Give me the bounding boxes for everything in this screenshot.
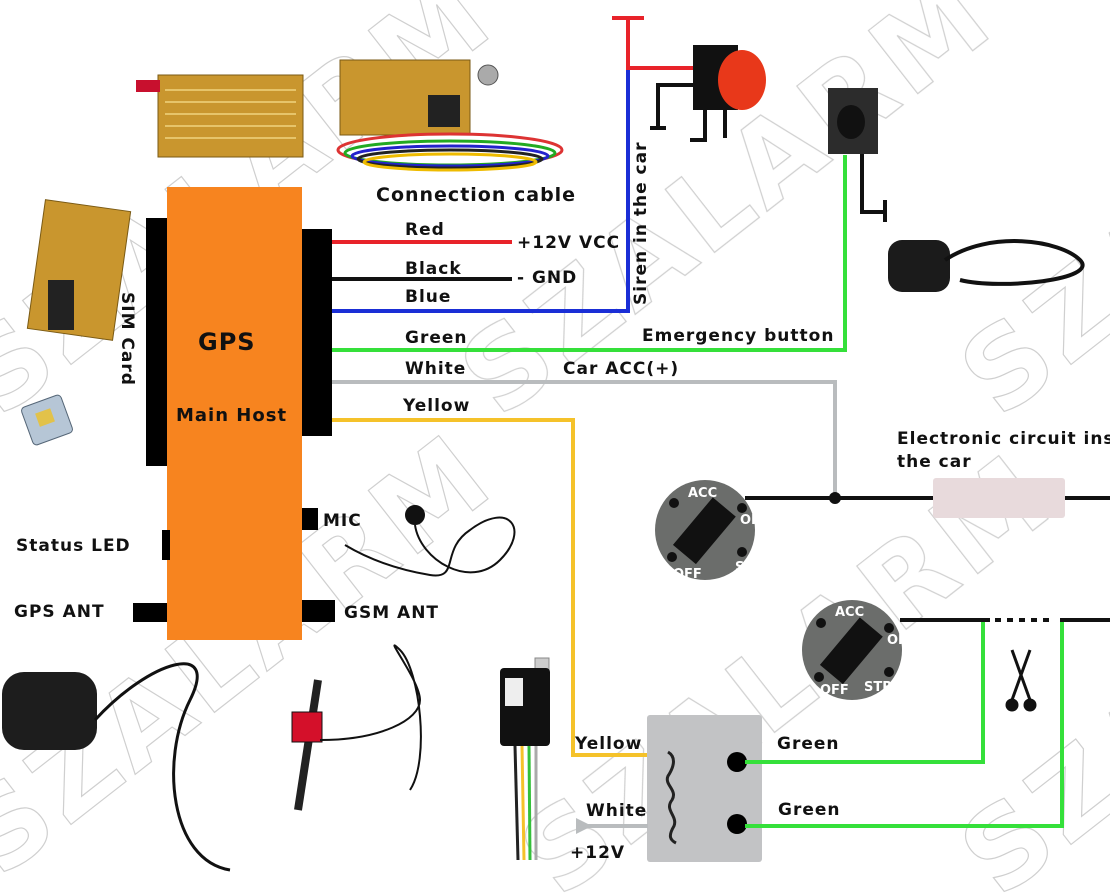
junction-dot — [829, 492, 841, 504]
car-electronic-circuit — [933, 478, 1065, 518]
relay-photo — [500, 657, 550, 861]
black-wire-label: Black — [405, 259, 462, 279]
status-led-label: Status LED — [16, 536, 131, 556]
svg-text:ON: ON — [887, 633, 909, 648]
car-acc-label: Car ACC(+) — [563, 359, 679, 379]
svg-text:ACC: ACC — [688, 486, 717, 501]
sim-card-slot — [146, 218, 167, 466]
red-wire-label: Red — [405, 220, 445, 240]
status-led — [162, 530, 170, 560]
vcc-label: +12V VCC — [517, 233, 620, 253]
white-wire-label: White — [405, 359, 466, 379]
green-wire-label: Green — [405, 328, 468, 348]
circuit-label-2: the car — [897, 452, 972, 472]
emergency-button-icon — [828, 88, 887, 222]
white-wire — [332, 380, 837, 498]
svg-text:OFF: OFF — [673, 567, 702, 582]
relay-terminal-2 — [727, 814, 747, 834]
gps-antenna-photo — [2, 662, 231, 872]
blue-wire — [332, 68, 630, 313]
connection-cable-photo — [336, 132, 564, 172]
svg-text:ACC: ACC — [835, 605, 864, 620]
relay-green-wire-1 — [745, 622, 985, 764]
relay-green-wire-2 — [745, 622, 1064, 828]
emergency-button-photo — [888, 239, 1085, 292]
scissors-icon — [1005, 649, 1037, 712]
siren-icon — [650, 45, 766, 142]
host-subtitle: Main Host — [176, 405, 287, 426]
relay-coil-icon — [665, 750, 677, 845]
host-title: GPS — [198, 328, 256, 356]
yellow-wire-label: Yellow — [402, 396, 470, 416]
relay-12v-label: +12V — [570, 843, 625, 863]
gps-main-host — [167, 187, 302, 640]
svg-text:OFF: OFF — [820, 683, 849, 698]
connection-cable-label: Connection cable — [376, 184, 576, 206]
relay-terminal-1 — [727, 752, 747, 772]
circuit-label-1: Electronic circuit ins — [897, 429, 1110, 449]
siren-power-wire — [626, 18, 695, 70]
emergency-button-label: Emergency button — [642, 326, 834, 346]
siren-label: Siren in the car — [631, 142, 651, 305]
gsm-antenna-photo — [291, 644, 422, 811]
gps-device-photo — [26, 59, 499, 341]
mic-label: MIC — [323, 511, 362, 531]
relay-yellow-label: Yellow — [574, 734, 642, 754]
sim-card-label: SIM Card — [117, 292, 137, 386]
gnd-label: - GND — [517, 268, 577, 288]
relay-green-label-1: Green — [777, 734, 840, 754]
ignition-switch-1: ACC ON OFF STR — [655, 480, 763, 582]
yellow-wire — [332, 418, 648, 757]
relay-green-label-2: Green — [778, 800, 841, 820]
green-wire — [332, 155, 847, 352]
gps-ant-port — [133, 603, 167, 622]
relay — [647, 715, 762, 862]
svg-text:STR: STR — [864, 680, 892, 695]
gsm-ant-port — [302, 600, 335, 622]
blue-wire-label: Blue — [405, 287, 451, 307]
microphone-photo — [344, 505, 516, 577]
relay-white-label: White — [586, 801, 647, 821]
gsm-ant-label: GSM ANT — [344, 603, 439, 623]
mic-port — [302, 508, 318, 530]
sim-card-photo — [21, 394, 73, 446]
svg-text:ON: ON — [740, 513, 762, 528]
ignition-switch-2: ACC ON OFF STR — [802, 600, 909, 700]
svg-text:STR: STR — [735, 560, 763, 575]
gps-ant-label: GPS ANT — [14, 602, 105, 622]
wire-connector — [302, 229, 332, 436]
